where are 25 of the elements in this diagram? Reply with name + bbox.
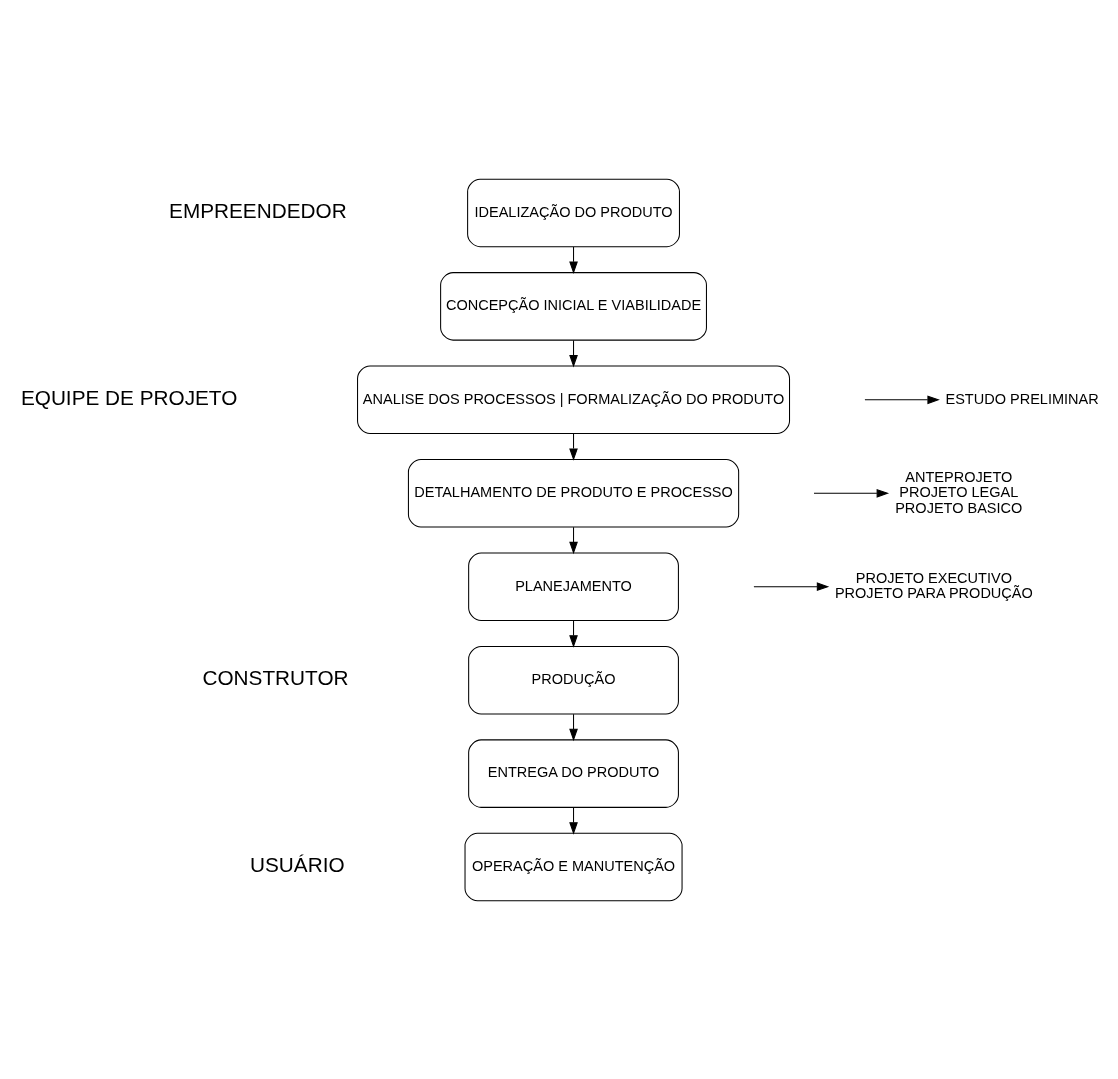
node-box: CONCEPÇÃO INICIAL E VIABILIDADE xyxy=(440,271,707,341)
arrow xyxy=(753,581,830,591)
label: EQUIPE DE PROJETO xyxy=(20,385,238,409)
arrow xyxy=(569,713,578,741)
arrow xyxy=(569,432,578,461)
node-box: PLANEJAMENTO xyxy=(468,551,679,621)
node-box: IDEALIZAÇÃO DO PRODUTO xyxy=(467,178,680,247)
label: USUÁRIO xyxy=(250,852,345,876)
node-text: ESTUDO PRELIMINAR xyxy=(945,390,1099,407)
arrow xyxy=(569,806,578,835)
arrow xyxy=(569,526,578,554)
node-box: ANALISE DOS PROCESSOS | FORMALIZAÇÃO DO PRODUTO xyxy=(357,365,791,434)
arrow xyxy=(813,488,890,498)
label: CONSTRUTOR xyxy=(202,665,349,689)
node-box: PRODUÇÃO xyxy=(468,645,679,714)
node-box: OPERAÇÃO E MANUTENÇÃO xyxy=(464,832,683,901)
node-box: DETALHAMENTO DE PRODUTO E PROCESSO xyxy=(407,458,740,528)
arrow xyxy=(569,245,578,274)
arrow xyxy=(569,339,578,367)
node-text: PROJETO EXECUTIVO PROJETO PARA PRODUÇÃO xyxy=(834,569,1033,601)
arrow xyxy=(864,394,940,404)
node-text: ANTEPROJETO PROJETO LEGAL PROJETO BASICO xyxy=(895,468,1023,516)
arrow xyxy=(569,619,578,648)
label: EMPREENDEDOR xyxy=(169,198,347,222)
node-box: ENTREGA DO PRODUTO xyxy=(468,738,679,808)
